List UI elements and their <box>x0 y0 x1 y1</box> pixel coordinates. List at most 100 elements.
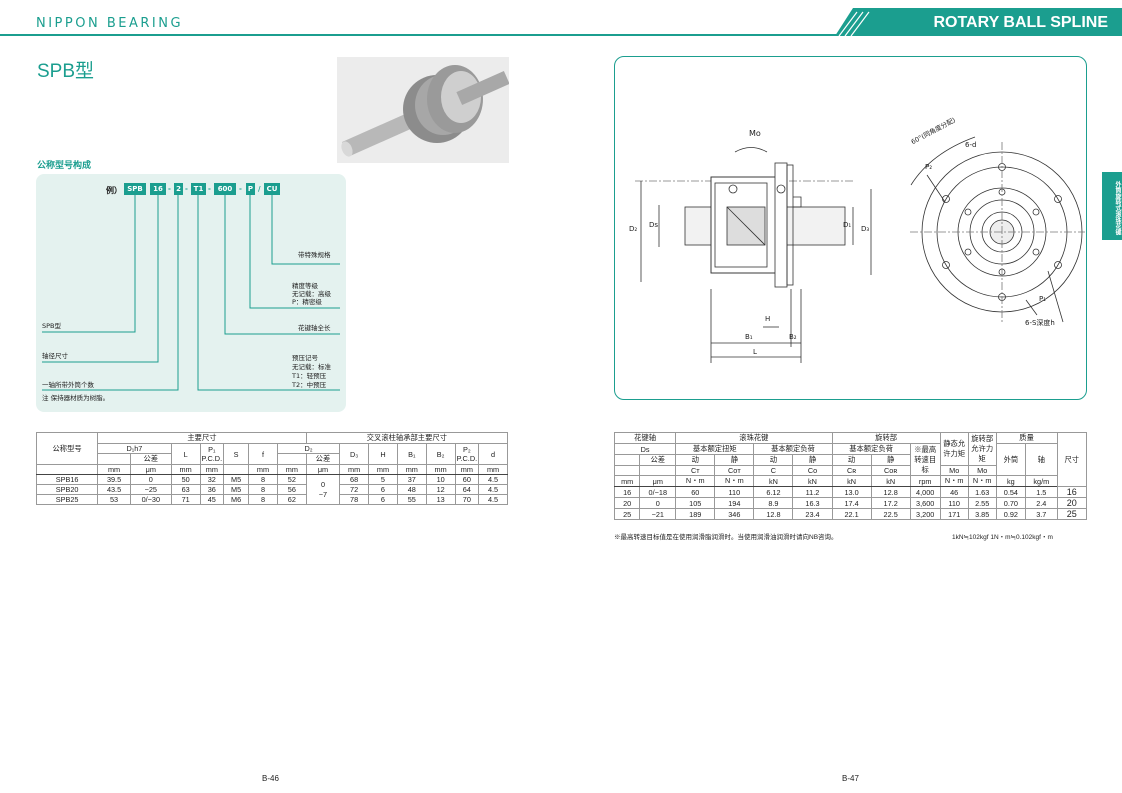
label-diameter: 轴径尺寸 <box>42 352 68 360</box>
unit: N・m <box>939 475 969 487</box>
sym: Mᴏ <box>967 465 997 476</box>
cell: 20 <box>613 497 641 509</box>
col-d2-tol: 公差 <box>305 453 341 465</box>
cell: −25 <box>129 484 172 495</box>
cell: 60 <box>675 486 716 498</box>
cell: 72 <box>339 484 370 495</box>
col-p2: P₂ P.C.D. <box>454 443 480 465</box>
unit: mm <box>276 464 307 475</box>
dimension-table: 公称型号 主要尺寸 交叉滚柱轴承部主要尺寸 D₁h7 L P₁ P.C.D. S… <box>35 432 509 505</box>
label-special: 带特殊规格 <box>298 251 331 259</box>
sub: 静 <box>792 454 833 466</box>
unit: kN <box>870 475 911 487</box>
cell: 346 <box>714 508 755 520</box>
cell: 52 <box>276 474 307 485</box>
cell: 36 <box>199 484 225 495</box>
cell: 2.55 <box>967 497 997 509</box>
unit: mm <box>339 464 370 475</box>
cell: 110 <box>714 486 755 498</box>
unit: mm <box>368 464 398 475</box>
col-shaft-mass: 轴 <box>1025 443 1058 476</box>
unit: μm <box>305 464 341 475</box>
col-s: S <box>223 443 250 465</box>
col-size: 尺寸 <box>1056 432 1088 487</box>
cell: 110 <box>939 497 969 509</box>
cell: 20 <box>1056 497 1088 509</box>
code-leader-lines <box>42 195 340 391</box>
cell: 3,200 <box>909 508 941 520</box>
label-accuracy: 精度等级 <box>292 282 318 290</box>
cell: 46 <box>939 486 969 498</box>
code-sep-2: - <box>185 185 188 193</box>
label-preload: 预压记号 <box>292 354 318 362</box>
label-mo: Mo <box>749 129 761 138</box>
cell: 32 <box>199 474 225 485</box>
cell: M5 <box>223 474 250 485</box>
cell: 189 <box>675 508 716 520</box>
sub: 静 <box>870 454 911 466</box>
cell: 17.2 <box>870 497 911 509</box>
label-d3: D₃ <box>861 225 870 233</box>
label-accuracy-none: 无记载：高级 <box>292 290 331 298</box>
cell: 10 <box>425 474 456 485</box>
cell: 194 <box>714 497 755 509</box>
cell: 8.9 <box>753 497 794 509</box>
page-number-right: B-47 <box>842 774 859 783</box>
unit: μm <box>639 475 677 487</box>
cell: 17.4 <box>831 497 872 509</box>
cell: 6 <box>368 484 398 495</box>
cell: 3,600 <box>909 497 941 509</box>
cell: SPB16 <box>35 474 99 485</box>
cell: 13 <box>425 494 456 505</box>
model-code-box: 例） SPB 16 - 2 - T1 - 600 - P / CU 带特殊规格 … <box>36 174 346 412</box>
cell: 0 <box>639 497 677 509</box>
col-d2: D₂ <box>276 443 341 454</box>
cell: 48 <box>396 484 427 495</box>
unit: mm <box>396 464 427 475</box>
cell: 4.5 <box>478 494 508 505</box>
sym: Cᴏʀ <box>870 465 911 476</box>
unit: mm <box>454 464 480 475</box>
cell: 70 <box>454 494 480 505</box>
sub: 动 <box>831 454 872 466</box>
label-preload-t2: T2：中预压 <box>292 381 327 389</box>
cell: 2.4 <box>1025 497 1058 509</box>
cell: 78 <box>339 494 370 505</box>
cell: 71 <box>170 494 201 505</box>
sym: Cʀ <box>831 465 872 476</box>
unit: kN <box>831 475 872 487</box>
brand-logo: NIPPON BEARING <box>36 16 184 31</box>
sub: 静 <box>714 454 755 466</box>
unit: mm <box>613 475 641 487</box>
col-h: H <box>368 443 398 465</box>
product-photo <box>337 57 509 163</box>
group-main: 主要尺寸 <box>97 432 307 444</box>
cell: 8 <box>248 474 278 485</box>
cell: M5 <box>223 484 250 495</box>
header-rule <box>0 34 1122 36</box>
cell: 13.0 <box>831 486 872 498</box>
sym: C <box>753 465 794 476</box>
table-row: 25 −21 189 346 12.8 23.4 22.1 22.5 3,200… <box>613 508 1088 520</box>
cell: 0.70 <box>995 497 1027 509</box>
unit: mm <box>199 464 225 475</box>
label-b1: B₁ <box>745 333 753 341</box>
col-f: f <box>248 443 278 465</box>
sub: 动 <box>753 454 794 466</box>
unit: kg/m <box>1025 475 1058 487</box>
label-preload-t1: T1：轻预压 <box>292 372 327 380</box>
cell: 22.1 <box>831 508 872 520</box>
label-type: SPB型 <box>42 322 62 330</box>
banner-background <box>835 8 1122 36</box>
label-d2: D₂ <box>629 225 638 233</box>
unit: N・m <box>675 475 716 487</box>
col-d3: D₃ <box>339 443 370 465</box>
cell: 45 <box>199 494 225 505</box>
unit: N・m <box>714 475 755 487</box>
cell: 6 <box>368 494 398 505</box>
cell: SPB20 <box>35 484 99 495</box>
sym: Cᴛ <box>675 465 716 476</box>
unit: mm <box>478 464 508 475</box>
cell: 63 <box>170 484 201 495</box>
technical-drawing <box>635 136 1085 363</box>
